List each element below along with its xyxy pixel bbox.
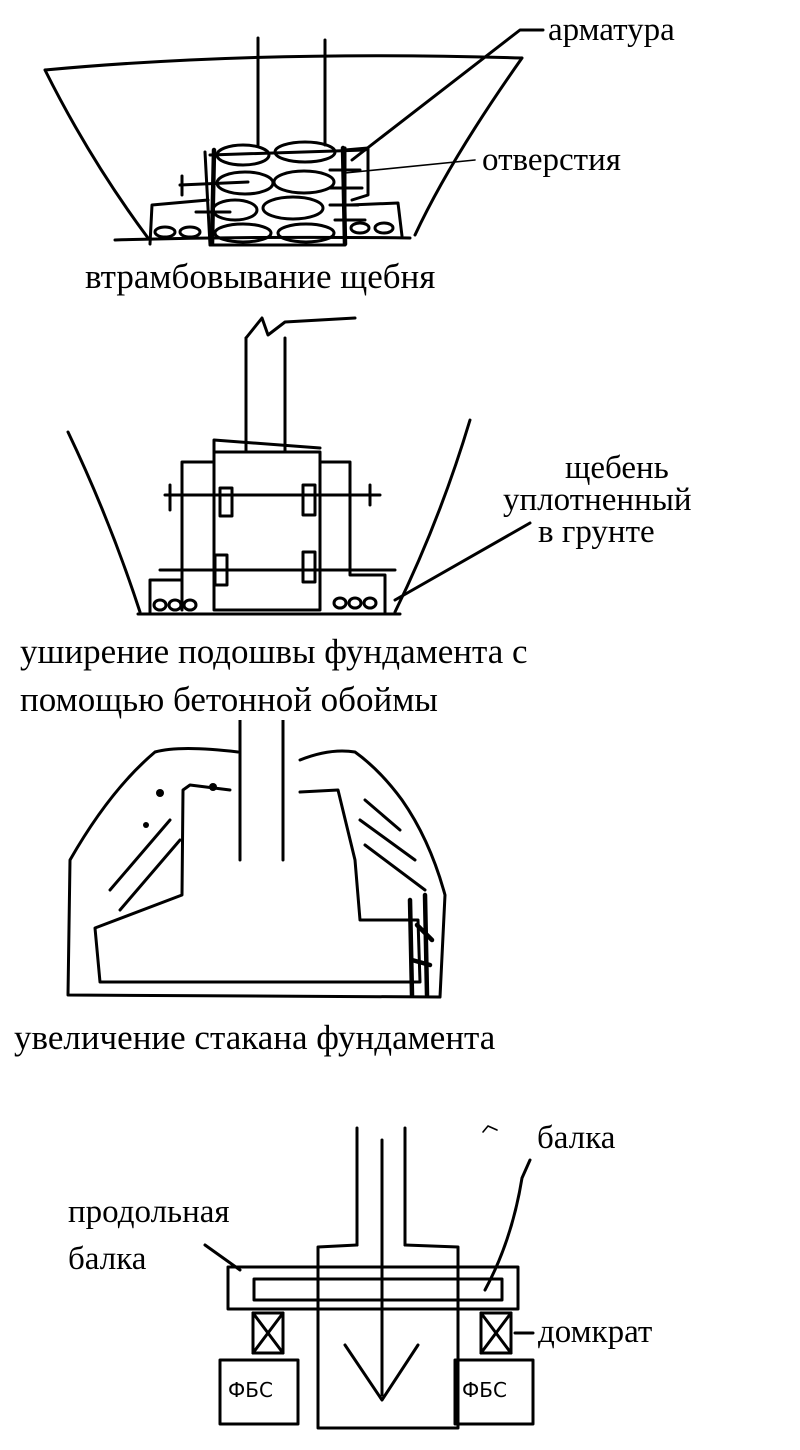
- leader-rebar: [350, 28, 545, 162]
- label-holes: отверстия: [482, 142, 621, 178]
- figure-beam-jacking: [203, 1125, 535, 1430]
- label-longitudinal-beam-line1: продольная: [68, 1194, 230, 1230]
- right-jack: [479, 1311, 513, 1355]
- leader-long-beam: [203, 1243, 242, 1272]
- figure-socket-enlargement: [66, 720, 447, 999]
- caption-foundation-widening-line2: помощью бетонной обоймы: [20, 680, 438, 719]
- label-gravel-line3: в грунте: [538, 514, 655, 550]
- pit-outline: [43, 54, 524, 240]
- caption-gravel-compaction: втрамбовывание щебня: [85, 257, 436, 296]
- gravel-stones: [211, 140, 337, 244]
- left-block: [218, 1358, 300, 1426]
- pit-outline: [66, 418, 472, 614]
- leader-beam: [483, 1158, 532, 1292]
- right-block-label: ФБС: [462, 1378, 507, 1402]
- outer-jacket: [66, 747, 447, 999]
- figure-foundation-widening: [66, 316, 532, 616]
- caption-foundation-widening-line1: уширение подошвы фундамента с: [20, 632, 528, 671]
- caption-socket-enlargement: увеличение стакана фундамента: [14, 1018, 496, 1057]
- hatching: [108, 798, 427, 912]
- figure-gravel-compaction: [43, 28, 545, 247]
- leader-compacted-gravel: [393, 521, 532, 602]
- rebar-ticks: [178, 168, 367, 222]
- label-jack: домкрат: [538, 1314, 653, 1350]
- leader-holes: [344, 159, 476, 174]
- left-block-label: ФБС: [228, 1378, 273, 1402]
- left-jack: [251, 1311, 285, 1355]
- label-rebar: арматура: [548, 12, 675, 48]
- anchor-bolts: [158, 483, 397, 587]
- right-block: [453, 1358, 535, 1426]
- label-longitudinal-beam-line2: балка: [68, 1241, 147, 1277]
- inner-foundation: [93, 783, 422, 984]
- label-beam: балка: [537, 1120, 616, 1156]
- cross-beam: [252, 1277, 504, 1302]
- label-gravel-line2: уплотненный: [503, 482, 692, 518]
- longitudinal-beam: [226, 1265, 520, 1311]
- label-gravel-line1: щебень: [565, 450, 669, 486]
